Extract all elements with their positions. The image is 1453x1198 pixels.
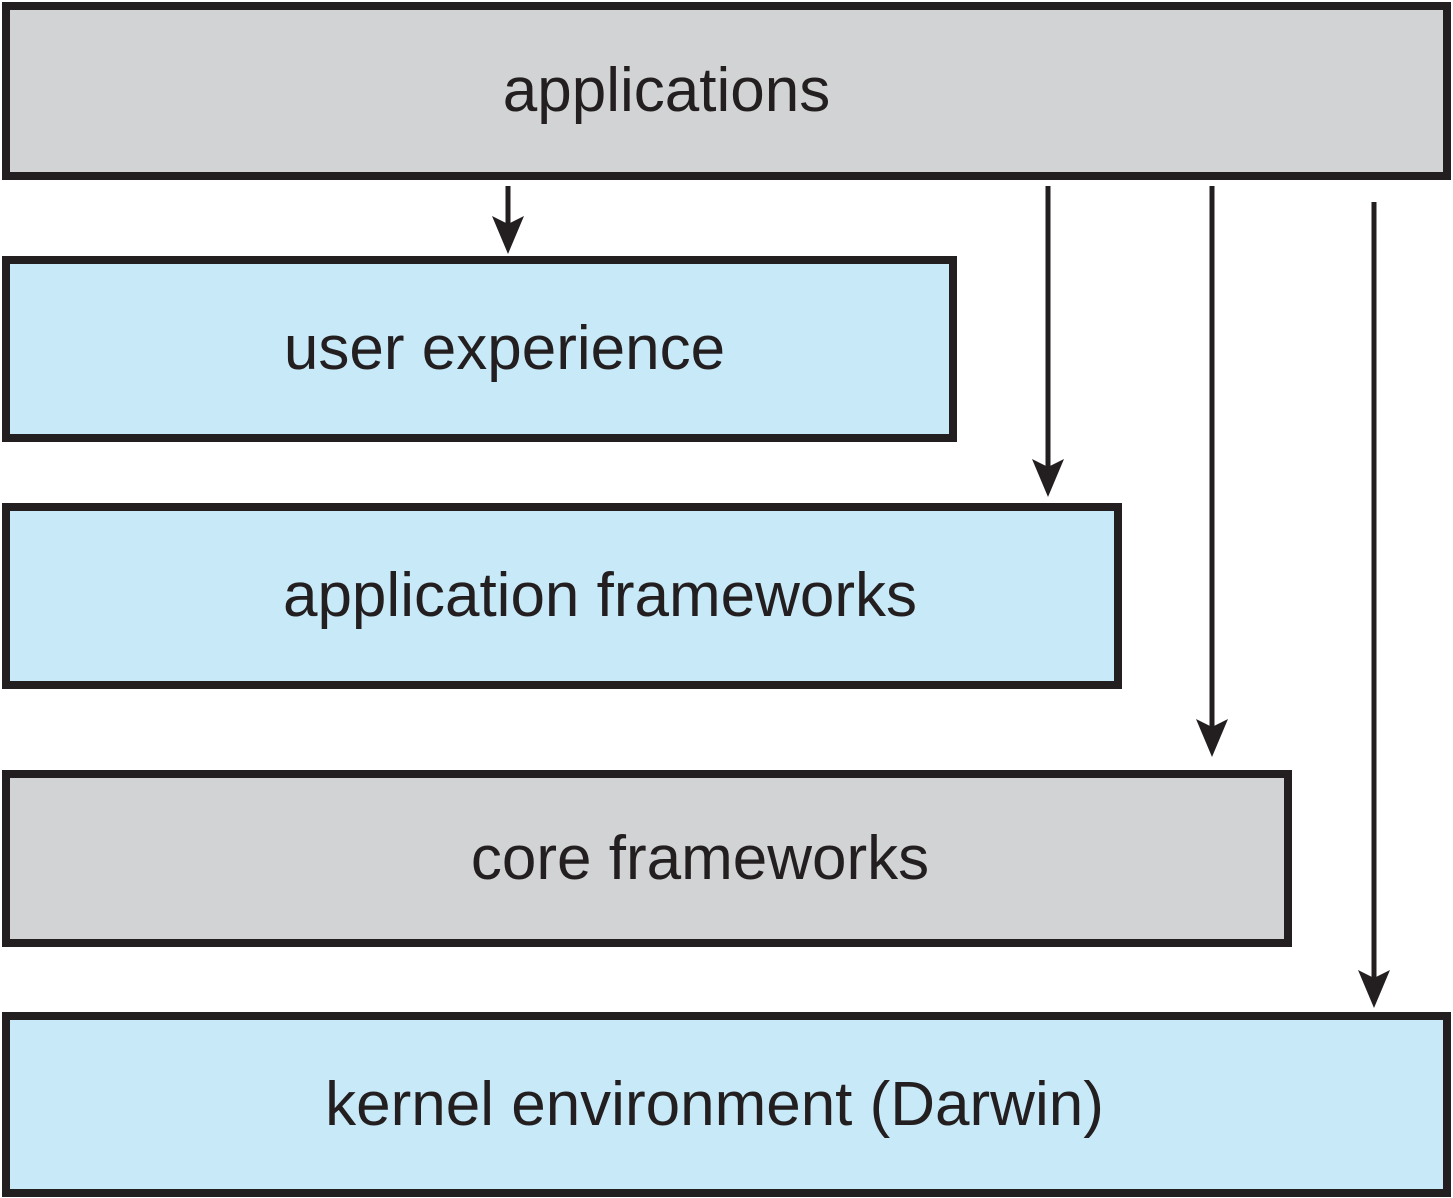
arrow-down-icon-applications-to-core-frameworks (1196, 186, 1228, 757)
layer-label-user-experience: user experience (283, 314, 726, 383)
arrow-down-icon-applications-to-kernel-environment (1358, 202, 1390, 1008)
layer-label-applications: applications (502, 56, 831, 125)
layer-box-core-frameworks: core frameworks (2, 770, 1292, 947)
layer-label-kernel-environment: kernel environment (Darwin) (325, 1069, 1104, 1139)
layer-box-application-frameworks: application frameworks (2, 503, 1122, 689)
arrow-down-icon-applications-to-application-frameworks (1032, 186, 1064, 497)
layer-box-user-experience: user experience (2, 256, 957, 442)
layer-box-kernel-environment: kernel environment (Darwin) (2, 1012, 1451, 1197)
layer-box-applications: applications (2, 2, 1451, 180)
layer-label-application-frameworks: application frameworks (282, 561, 918, 630)
arrow-down-icon-applications-to-user-experience (492, 186, 524, 254)
layer-label-core-frameworks: core frameworks (470, 823, 930, 893)
